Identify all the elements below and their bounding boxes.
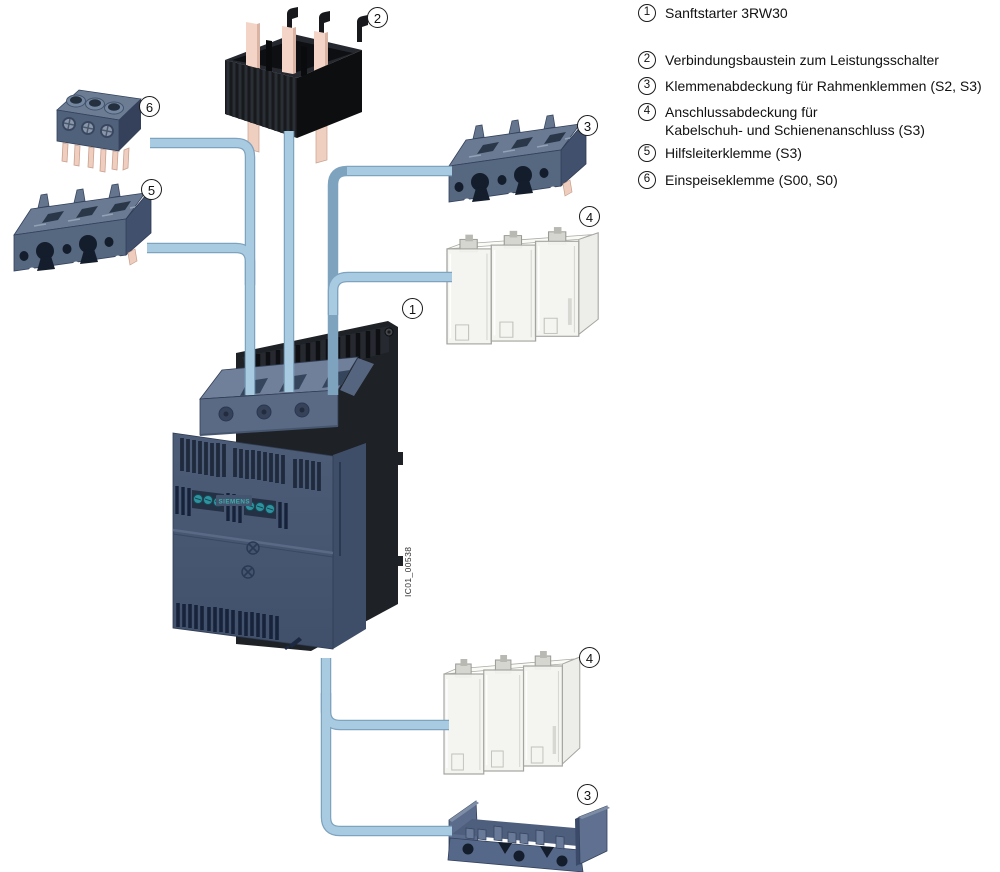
connector-block-item2: [225, 7, 368, 164]
callout-4-bottom: 4: [579, 647, 600, 668]
front-screw-1: [246, 541, 260, 555]
callout-4-top: 4: [579, 206, 600, 227]
callout-1: 1: [402, 298, 423, 319]
legend-num-5: 5: [638, 144, 656, 162]
legend-item-1: 1 Sanftstarter 3RW30: [638, 4, 788, 23]
terminal-cover-item3-bottom: [447, 800, 610, 872]
clear-cover-item4-bottom: [443, 650, 581, 775]
callout-3-top: 3: [577, 115, 598, 136]
vent-slots: [180, 438, 226, 477]
legend-num-4: 4: [638, 103, 656, 121]
legend-label-5: Hilfsleiterklemme (S3): [665, 145, 802, 161]
feed-terminal-item6: [56, 89, 142, 173]
callout-3-bottom: 3: [577, 784, 598, 805]
callout-2: 2: [367, 7, 388, 28]
legend-item-2: 2 Verbindungsbaustein zum Leistungsschal…: [638, 51, 939, 70]
clear-cover-item4-top: [446, 226, 600, 345]
front-screw-2: [241, 565, 255, 579]
bottom-vent-slots: [176, 603, 279, 640]
soft-starter-item1: SIEMENS IC01_00538: [172, 321, 413, 651]
legend-item-6: 6 Einspeiseklemme (S00, S0): [638, 171, 838, 190]
legend-num-2: 2: [638, 51, 656, 69]
legend-label-2: Verbindungsbaustein zum Leistungsschalte…: [665, 52, 939, 68]
terminal-screws: [62, 117, 114, 138]
brand-label: SIEMENS: [219, 499, 251, 506]
terminal-cover-item3-top: [448, 114, 587, 207]
callout-6: 6: [139, 96, 160, 117]
figure-id-label: IC01_00538: [403, 547, 413, 597]
legend-num-1: 1: [638, 4, 656, 22]
castellations: [465, 825, 565, 850]
exploded-diagram: SIEMENS IC01_00538: [13, 7, 610, 872]
legend-item-3: 3 Klemmenabdeckung für Rahmenklemmen (S2…: [638, 77, 982, 96]
legend-item-4: 4 Anschlussabdeckung für Kabelschuh- und…: [638, 103, 925, 139]
legend-label-6: Einspeiseklemme (S00, S0): [665, 172, 838, 188]
legend-item-5: 5 Hilfsleiterklemme (S3): [638, 144, 802, 163]
legend-num-3: 3: [638, 77, 656, 95]
copper-pins-top: [246, 22, 328, 79]
copper-pins: [61, 142, 130, 173]
cables: [147, 131, 452, 837]
legend-label-1: Sanftstarter 3RW30: [665, 5, 788, 21]
aux-terminal-item5: [13, 183, 152, 276]
legend-label-3: Klemmenabdeckung für Rahmenklemmen (S2, …: [665, 78, 982, 94]
legend-label-4: Anschlussabdeckung für Kabelschuh- und S…: [665, 104, 925, 138]
callout-5: 5: [141, 179, 162, 200]
legend-num-6: 6: [638, 171, 656, 189]
terminal-cylinders: [66, 94, 124, 115]
